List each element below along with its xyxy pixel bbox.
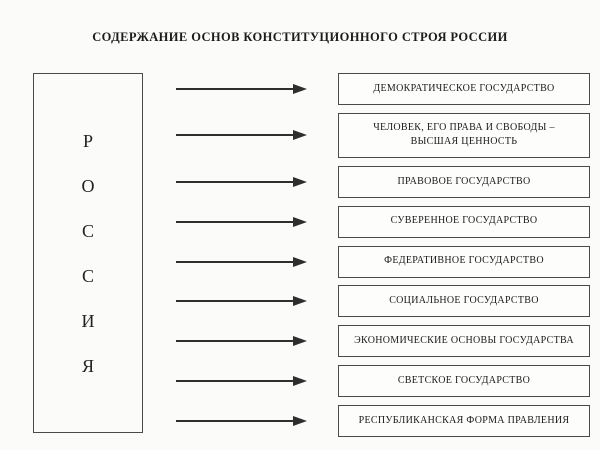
arrow-shaft: [176, 260, 297, 263]
principle-row: ЭКОНОМИЧЕСКИЕ ОСНОВЫ ГОСУДАРСТВА: [176, 325, 590, 358]
principle-row: СОЦИАЛЬНОЕ ГОСУДАРСТВО: [176, 285, 590, 318]
russia-letter: С: [81, 265, 94, 286]
principle-label: ФЕДЕРАТИВНОЕ ГОСУДАРСТВО: [384, 255, 544, 267]
arrow-head: [293, 376, 307, 387]
arrow-shaft: [176, 420, 297, 422]
principle-label: СУВЕРЕННОЕ ГОСУДАРСТВО: [390, 215, 538, 227]
russia-source-box: Р О С С И Я: [33, 73, 143, 433]
arrow-right-icon: [176, 256, 307, 268]
arrow-right-icon: [176, 216, 307, 228]
arrow-right-icon: [176, 375, 307, 387]
principle-box: ФЕДЕРАТИВНОЕ ГОСУДАРСТВО: [338, 245, 590, 278]
arrow-shaft: [176, 380, 297, 383]
russia-letter: С: [81, 220, 94, 241]
principle-row: СУВЕРЕННОЕ ГОСУДАРСТВО: [176, 205, 590, 238]
arrow-head: [293, 176, 307, 187]
principle-box: ДЕМОКРАТИЧЕСКОЕ ГОСУДАРСТВО: [338, 73, 590, 105]
principle-label: ПРАВОВОЕ ГОСУДАРСТВО: [397, 175, 531, 187]
arrow-head: [293, 256, 307, 267]
principle-box: СВЕТСКОЕ ГОСУДАРСТВО: [338, 365, 590, 398]
arrow-shaft: [176, 340, 297, 343]
principle-label: ЧЕЛОВЕК, ЕГО ПРАВА И СВОБОДЫ – ВЫСШАЯ ЦЕ…: [373, 121, 555, 148]
arrow-shaft: [176, 88, 297, 90]
principle-row: РЕСПУБЛИКАНСКАЯ ФОРМА ПРАВЛЕНИЯ: [176, 405, 590, 437]
principle-box: СУВЕРЕННОЕ ГОСУДАРСТВО: [338, 205, 590, 238]
principle-box: РЕСПУБЛИКАНСКАЯ ФОРМА ПРАВЛЕНИЯ: [338, 405, 590, 437]
arrow-head: [293, 336, 307, 347]
principle-box: СОЦИАЛЬНОЕ ГОСУДАРСТВО: [338, 285, 590, 318]
russia-letter: О: [81, 175, 95, 196]
principle-box: ЭКОНОМИЧЕСКИЕ ОСНОВЫ ГОСУДАРСТВА: [338, 325, 590, 358]
arrow-right-icon: [176, 129, 307, 141]
arrow-shaft: [176, 300, 297, 303]
arrow-head: [293, 416, 307, 426]
principle-label: СОЦИАЛЬНОЕ ГОСУДАРСТВО: [389, 295, 539, 307]
russia-letter: И: [81, 310, 95, 331]
russia-letter: Р: [82, 130, 93, 151]
arrow-shaft: [176, 220, 297, 223]
arrow-right-icon: [176, 83, 307, 95]
principle-box: ЧЕЛОВЕК, ЕГО ПРАВА И СВОБОДЫ – ВЫСШАЯ ЦЕ…: [338, 112, 590, 158]
principle-row: СВЕТСКОЕ ГОСУДАРСТВО: [176, 365, 590, 398]
principle-row: ПРАВОВОЕ ГОСУДАРСТВО: [176, 165, 590, 198]
arrow-shaft: [176, 180, 297, 183]
principle-row: ФЕДЕРАТИВНОЕ ГОСУДАРСТВО: [176, 245, 590, 278]
arrow-head: [293, 84, 307, 94]
arrow-right-icon: [176, 295, 307, 307]
principles-list: ДЕМОКРАТИЧЕСКОЕ ГОСУДАРСТВО ЧЕЛОВЕК, ЕГО…: [176, 73, 590, 437]
principle-label: ДЕМОКРАТИЧЕСКОЕ ГОСУДАРСТВО: [373, 82, 555, 94]
arrow-right-icon: [176, 415, 307, 427]
arrow-head: [293, 216, 307, 227]
diagram-title: СОДЕРЖАНИЕ ОСНОВ КОНСТИТУЦИОННОГО СТРОЯ …: [92, 30, 508, 44]
principle-label: СВЕТСКОЕ ГОСУДАРСТВО: [397, 374, 531, 386]
arrow-head: [293, 130, 307, 141]
principle-label: РЕСПУБЛИКАНСКАЯ ФОРМА ПРАВЛЕНИЯ: [358, 414, 570, 426]
russia-letter: Я: [81, 355, 94, 376]
principle-label: ЭКОНОМИЧЕСКИЕ ОСНОВЫ ГОСУДАРСТВА: [354, 335, 574, 346]
arrow-right-icon: [176, 335, 307, 347]
arrow-shaft: [176, 134, 297, 137]
arrow-head: [293, 296, 307, 307]
arrow-right-icon: [176, 176, 307, 188]
principle-row: ЧЕЛОВЕК, ЕГО ПРАВА И СВОБОДЫ – ВЫСШАЯ ЦЕ…: [176, 112, 590, 158]
principle-box: ПРАВОВОЕ ГОСУДАРСТВО: [338, 165, 590, 198]
principle-row: ДЕМОКРАТИЧЕСКОЕ ГОСУДАРСТВО: [176, 73, 590, 105]
